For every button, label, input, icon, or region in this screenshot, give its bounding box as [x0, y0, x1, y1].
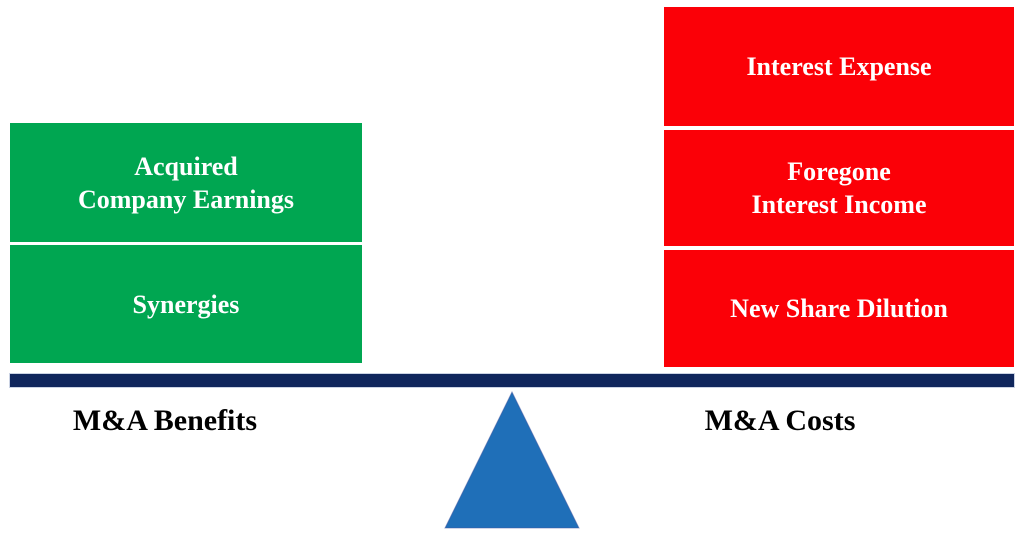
benefit-box-line: Synergies [132, 289, 240, 319]
cost-box-interest-expense: Interest Expense [664, 7, 1014, 126]
balance-beam [10, 374, 1014, 387]
benefit-box-line: Acquired [134, 151, 238, 181]
benefit-box-synergies: Synergies [10, 245, 362, 363]
cost-box-new-share-dilution: New Share Dilution [664, 250, 1014, 367]
benefit-box-line: Company Earnings [78, 184, 294, 214]
cost-box-line: Foregone [787, 157, 891, 186]
costs-label: M&A Costs [704, 404, 856, 437]
fulcrum-triangle-icon [444, 390, 580, 529]
cost-box-line: New Share Dilution [730, 294, 948, 323]
benefit-box-acquired-earnings: Acquired Company Earnings [10, 123, 362, 242]
benefits-label: M&A Benefits [72, 404, 258, 437]
fulcrum-triangle-shape [444, 390, 580, 529]
cost-box-line: Interest Expense [746, 52, 932, 81]
cost-box-foregone-interest-income: Foregone Interest Income [664, 130, 1014, 246]
cost-box-line: Interest Income [751, 190, 927, 219]
